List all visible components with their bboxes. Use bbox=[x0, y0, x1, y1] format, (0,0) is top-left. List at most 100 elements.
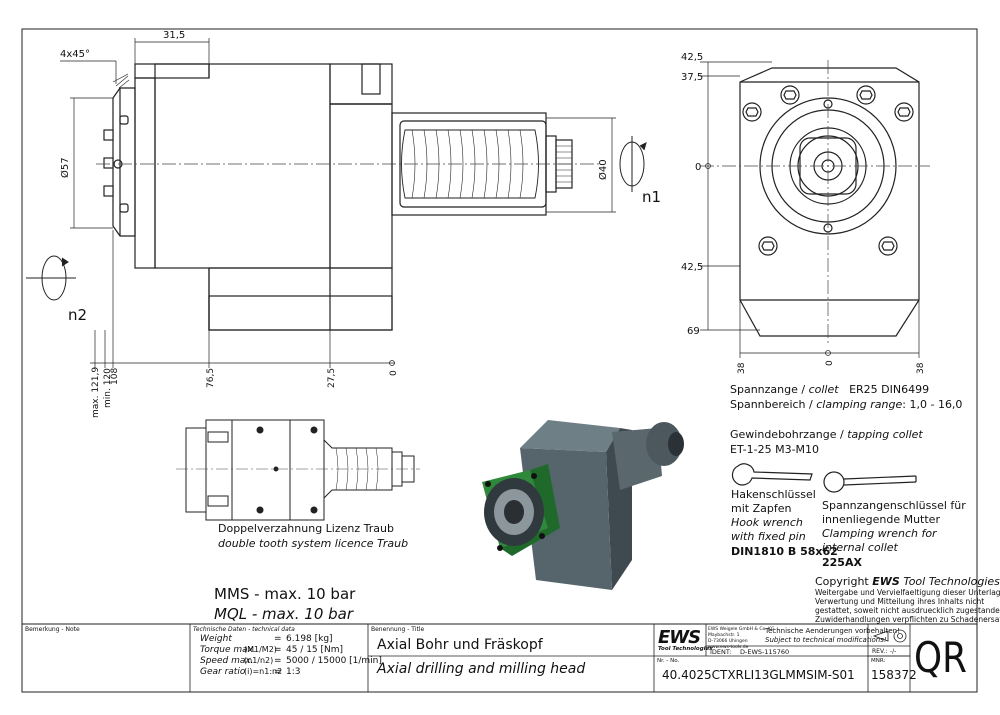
section-view bbox=[185, 419, 415, 521]
dim-bottom-2: 108 bbox=[110, 368, 120, 385]
tapping-de: Gewindebohrzange / bbox=[730, 428, 844, 441]
row-speed-value: 5000 / 15000 [1/min] bbox=[286, 656, 382, 666]
tapping-en: tapping collet bbox=[847, 428, 923, 441]
hook-wrench-3: Hook wrench bbox=[731, 516, 803, 529]
rev-value: -/- bbox=[890, 648, 897, 655]
remark-label: Bemerkung - Note bbox=[25, 626, 80, 633]
mms-de: MMS - max. 10 bar bbox=[214, 585, 356, 603]
change-de: Technische Aenderungen vorbehalten! bbox=[765, 627, 900, 635]
qr-mark: QR bbox=[914, 633, 967, 682]
title-block-grid bbox=[189, 624, 911, 692]
copyright-line-3: gestattet, soweit nicht ausdruecklich zu… bbox=[815, 606, 1000, 615]
hook-wrench-icon bbox=[731, 463, 813, 486]
render-3d bbox=[482, 420, 684, 590]
ident-label: IDENT: bbox=[710, 648, 732, 656]
dim-bottom-4: 27,5 bbox=[327, 368, 337, 388]
dim-right-h2: 38 bbox=[916, 362, 926, 374]
clamping-wrench-icon bbox=[823, 471, 917, 493]
clamp-wrench-2: innenliegende Mutter bbox=[822, 513, 940, 526]
rotation-symbol-n2 bbox=[26, 255, 76, 301]
copyright-line-1: Weitergabe und Vervielfaeltigung dieser … bbox=[815, 588, 1000, 597]
collet-line-1: Spannzange / collet ER25 DIN6499 bbox=[730, 383, 929, 397]
clamping-spec: : 1,0 - 16,0 bbox=[902, 398, 963, 411]
dim-bottom-5: 0 bbox=[389, 370, 399, 376]
dim-diameter-shank: Ø40 bbox=[597, 159, 609, 180]
hook-wrench-4: with fixed pin bbox=[731, 530, 806, 543]
frame-border bbox=[21, 28, 978, 693]
dim-right-h0: 38 bbox=[737, 362, 747, 374]
copyright-tail: Tool Technologies bbox=[903, 575, 1000, 588]
rev-label: REV.: bbox=[872, 648, 888, 655]
row-speed-eq: = bbox=[274, 656, 282, 666]
change-en: Subject to technical modifications! bbox=[765, 636, 887, 644]
copyright-heading: Copyright EWS Tool Technologies bbox=[815, 575, 1000, 589]
copyright-brand: EWS bbox=[872, 575, 900, 588]
mms-en: MQL - max. 10 bar bbox=[214, 605, 354, 623]
side-view bbox=[103, 63, 573, 331]
dim-bottom-1: min. 120 bbox=[103, 368, 113, 408]
label-n1: n1 bbox=[642, 188, 661, 206]
dim-top-width: 31,5 bbox=[163, 30, 185, 41]
dim-right-v3: 42,5 bbox=[681, 262, 703, 273]
copyright-word: Copyright bbox=[815, 575, 869, 588]
dim-bottom-3: 76,5 bbox=[206, 368, 216, 388]
projection-symbol bbox=[872, 629, 907, 643]
label-n2: n2 bbox=[68, 306, 87, 324]
hook-wrench-1: Hakenschlüssel bbox=[731, 488, 816, 501]
dim-right-h1: 0 bbox=[825, 360, 835, 366]
row-torque-value: 45 / 15 [Nm] bbox=[286, 645, 344, 655]
row-gear-value: 1:3 bbox=[286, 667, 301, 677]
clamping-en: clamping range bbox=[816, 398, 903, 411]
collet-spec: ER25 DIN6499 bbox=[849, 383, 930, 396]
name-label: Benennung - Title bbox=[371, 626, 425, 633]
row-speed-label: Speed max. bbox=[200, 656, 254, 666]
collet-de: Spannzange / bbox=[730, 383, 806, 396]
ews-logo: EWS bbox=[658, 627, 701, 648]
clamp-wrench-1: Spannzangenschlüssel für bbox=[822, 499, 966, 512]
row-torque-eq: = bbox=[274, 645, 282, 655]
copyright-line-2: Verwertung und Mitteilung ihres Inhalts … bbox=[815, 597, 985, 606]
title-de: Axial Bohr und Fräskopf bbox=[377, 637, 543, 653]
licence-en: double tooth system licence Traub bbox=[218, 537, 409, 550]
ident-value: D-EWS-115760 bbox=[740, 648, 790, 656]
row-gear-extra: (i)=n1:n2 bbox=[244, 667, 283, 676]
row-gear-eq: = bbox=[274, 667, 282, 677]
dim-chamfer: 4x45° bbox=[60, 49, 90, 60]
row-gear-label: Gear ratio bbox=[200, 667, 246, 677]
row-speed-extra: (n1/n2) bbox=[244, 656, 274, 665]
clamping-de: Spannbereich / bbox=[730, 398, 813, 411]
row-torque-label: Torque max. bbox=[200, 645, 256, 655]
row-weight-label: Weight bbox=[200, 634, 232, 644]
dim-right-v4: 69 bbox=[687, 326, 700, 337]
clamp-wrench-5: 225AX bbox=[822, 556, 862, 569]
dim-diameter-flange: Ø57 bbox=[59, 157, 71, 178]
ews-logo-sub: Tool Technologies bbox=[658, 646, 713, 652]
company-line-3: D-73066 Uhingen bbox=[708, 639, 748, 644]
tech-data-label: Technische Daten - technical data bbox=[193, 626, 295, 633]
tapping-title: Gewindebohrzange / tapping collet bbox=[730, 428, 923, 442]
hook-wrench-2: mit Zapfen bbox=[731, 502, 792, 515]
front-dimensions bbox=[700, 61, 920, 358]
dim-right-v0: 42,5 bbox=[681, 52, 703, 63]
row-weight-value: 6.198 [kg] bbox=[286, 634, 333, 644]
clamp-wrench-4: internal collet bbox=[822, 541, 898, 554]
row-torque-extra: (M1/M2) bbox=[244, 645, 277, 654]
mnr-value: 158372 bbox=[871, 668, 917, 682]
collet-en: collet bbox=[808, 383, 839, 396]
hook-wrench-5: DIN1810 B 58x62 bbox=[731, 545, 838, 558]
row-weight-eq: = bbox=[274, 634, 282, 644]
dimension-labels: 31,5 4x45° Ø57 Ø40 n1 n2 max. 121,9 min.… bbox=[59, 30, 926, 418]
dim-right-v1: 37,5 bbox=[681, 72, 703, 83]
nr-label: Nr. - No. bbox=[657, 658, 680, 664]
front-view bbox=[739, 67, 920, 337]
dim-bottom-0: max. 121,9 bbox=[91, 367, 101, 418]
licence-de: Doppelverzahnung Lizenz Traub bbox=[218, 522, 394, 535]
dim-right-v2: 0 bbox=[695, 162, 701, 173]
clamp-wrench-3: Clamping wrench for bbox=[822, 527, 937, 540]
copyright-line-4: Zuwiderhandlungen verpflichten zu Schade… bbox=[815, 615, 1000, 624]
company-line-2: Maybachstr. 1 bbox=[708, 633, 740, 638]
rotation-symbol-n1 bbox=[619, 136, 647, 192]
collet-line-2: Spannbereich / clamping range: 1,0 - 16,… bbox=[730, 398, 962, 412]
